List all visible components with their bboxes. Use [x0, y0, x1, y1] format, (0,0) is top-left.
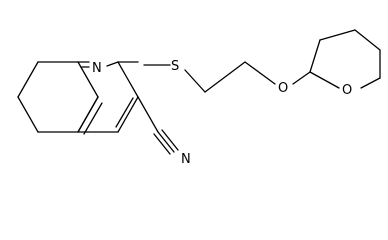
bond	[292, 71, 311, 85]
bond	[309, 71, 340, 89]
atom-label-n-nitrile: N	[181, 152, 191, 167]
bond	[17, 61, 39, 98]
bond	[77, 61, 99, 98]
bond	[137, 96, 159, 133]
bond	[309, 39, 321, 73]
atom-label-o-ether: O	[278, 81, 288, 96]
bond	[244, 61, 276, 85]
bond	[117, 96, 139, 133]
bond	[204, 61, 246, 93]
bond	[17, 96, 39, 133]
bond	[161, 129, 179, 151]
bond	[153, 133, 171, 155]
bond	[354, 29, 381, 51]
molecule-canvas: N S O O N	[17, 29, 381, 167]
molecule-structure: N S O O N	[17, 29, 381, 167]
bond	[117, 61, 139, 98]
bond	[157, 131, 175, 153]
atom-label-s-thioether: S	[171, 59, 179, 74]
bond	[77, 96, 99, 133]
bond	[319, 29, 356, 41]
bond	[360, 77, 381, 89]
atom-label-o-ring: O	[342, 83, 352, 98]
bond	[83, 102, 103, 135]
bond	[184, 69, 206, 93]
bond	[106, 61, 119, 67]
bond	[115, 97, 134, 128]
atom-label-n-ring: N	[92, 61, 102, 76]
